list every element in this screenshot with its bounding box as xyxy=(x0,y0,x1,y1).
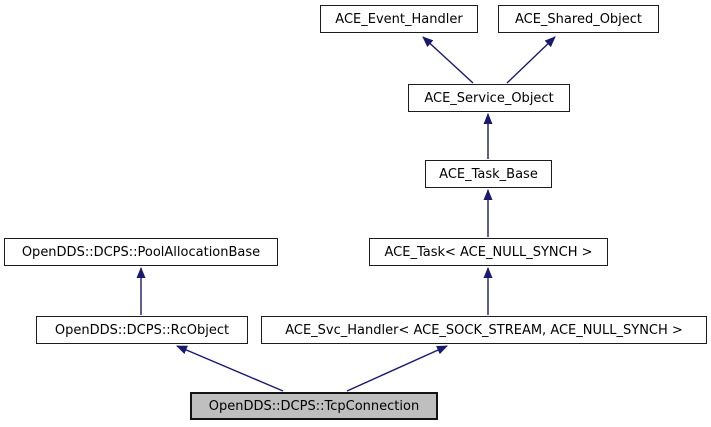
class-node-tcp-connection: OpenDDS::DCPS::TcpConnection xyxy=(190,392,438,420)
class-node-ace-task-null-synch[interactable]: ACE_Task< ACE_NULL_SYNCH > xyxy=(369,238,608,266)
class-node-rc-object[interactable]: OpenDDS::DCPS::RcObject xyxy=(36,316,248,344)
edge-service-object-to-shared-object xyxy=(506,36,556,84)
class-node-ace-service-object[interactable]: ACE_Service_Object xyxy=(408,84,570,112)
class-node-ace-event-handler[interactable]: ACE_Event_Handler xyxy=(320,5,478,33)
class-node-ace-task-base[interactable]: ACE_Task_Base xyxy=(425,160,552,188)
edge-service-object-to-event-handler xyxy=(422,36,474,84)
edge-tcpconnection-to-svc-handler xyxy=(346,345,448,392)
class-node-ace-svc-handler[interactable]: ACE_Svc_Handler< ACE_SOCK_STREAM, ACE_NU… xyxy=(261,316,707,344)
class-node-ace-shared-object[interactable]: ACE_Shared_Object xyxy=(498,5,659,33)
class-node-pool-allocation-base[interactable]: OpenDDS::DCPS::PoolAllocationBase xyxy=(4,238,278,266)
edge-tcpconnection-to-rcobject xyxy=(176,345,284,392)
